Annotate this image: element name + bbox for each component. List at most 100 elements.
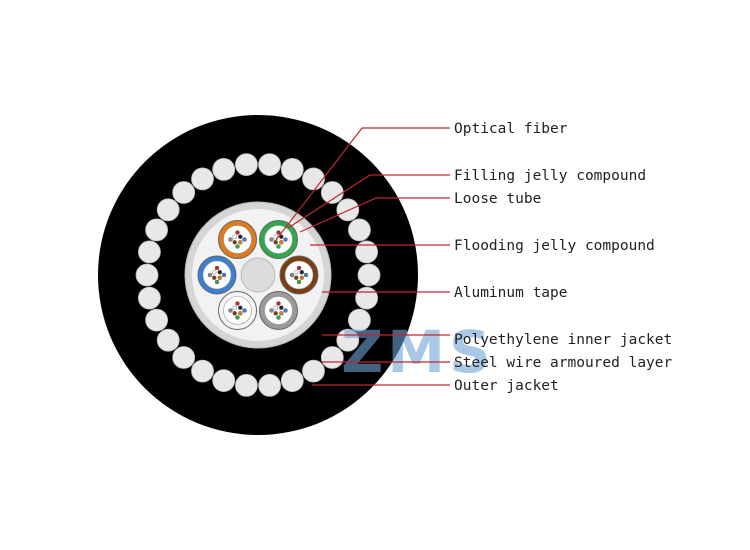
optical-fiber <box>273 305 278 310</box>
optical-fiber <box>283 308 288 313</box>
steel-armour-wire <box>347 308 371 332</box>
optical-fiber <box>217 275 223 280</box>
steel-armour-wire <box>258 373 282 397</box>
optical-fiber <box>273 311 278 316</box>
optical-fiber <box>279 311 284 316</box>
steel-armour-wire <box>172 346 196 369</box>
label-loose-tube: Loose tube <box>454 191 541 207</box>
optical-fiber <box>235 315 240 320</box>
optical-fiber <box>299 270 304 275</box>
label-outer-jacket: Outer jacket <box>454 378 559 394</box>
loose-tube <box>218 220 257 259</box>
optical-fiber <box>273 240 278 245</box>
label-optical-fiber: Optical fiber <box>454 121 568 137</box>
central-strength-member <box>240 257 276 293</box>
loose-tubes <box>197 220 319 330</box>
optical-fiber <box>232 240 237 245</box>
optical-fiber <box>207 272 213 278</box>
filling-jelly <box>264 296 293 325</box>
steel-armour-wire <box>336 198 360 222</box>
optical-fiber <box>235 230 240 235</box>
steel-armour-wire <box>280 369 304 393</box>
leader-optical-fiber <box>275 127 450 241</box>
steel-armour-wire <box>145 308 169 332</box>
steel-armour-wire <box>347 218 371 242</box>
filling-jelly <box>223 225 252 254</box>
steel-armour-wire <box>357 263 381 287</box>
optical-fiber <box>276 230 281 235</box>
optical-fiber <box>238 311 243 316</box>
steel-armour-wire <box>145 218 169 242</box>
optical-fiber <box>235 244 240 249</box>
optical-fiber <box>294 275 299 280</box>
optical-fiber <box>214 265 220 271</box>
steel-armour-wire <box>302 167 325 191</box>
optical-fiber <box>232 234 237 239</box>
optical-fiber <box>296 279 302 285</box>
filling-jelly <box>223 296 252 325</box>
steel-armour-wire <box>137 240 161 264</box>
optical-fiber <box>242 237 247 242</box>
steel-armour-wire <box>172 181 196 204</box>
optical-fiber <box>283 237 288 242</box>
optical-fiber <box>294 270 299 275</box>
steel-armour-wire <box>355 240 379 264</box>
steel-armour-wire <box>156 198 180 222</box>
steel-armour-wire <box>280 157 304 181</box>
steel-armour-wire <box>135 263 159 287</box>
steel-armour-wire <box>258 153 282 177</box>
optical-fiber <box>238 305 243 310</box>
loose-tube <box>197 255 237 295</box>
leader-loose-tube <box>299 197 450 233</box>
optical-fiber <box>235 301 240 306</box>
steel-armour-wire <box>212 369 236 393</box>
optical-fiber <box>276 301 281 306</box>
optical-fiber <box>299 275 304 280</box>
optical-fiber <box>269 237 274 242</box>
optical-fiber <box>242 308 247 313</box>
optical-fiber <box>217 270 223 275</box>
filling-jelly <box>284 260 314 290</box>
filling-jelly <box>264 225 293 254</box>
label-filling-jelly-compound: Filling jelly compound <box>454 168 646 184</box>
optical-fiber <box>296 265 302 271</box>
filling-jelly <box>202 260 232 290</box>
steel-armour-wire <box>212 157 236 181</box>
steel-armour-wire <box>191 167 214 191</box>
optical-fiber <box>214 279 220 285</box>
optical-fiber <box>289 272 295 278</box>
optical-fiber <box>238 234 243 239</box>
optical-fiber <box>238 240 243 245</box>
loose-tube <box>218 291 257 330</box>
optical-fiber <box>211 275 217 280</box>
steel-armour-wire <box>320 346 344 369</box>
steel-armour-wire <box>234 373 258 397</box>
steel-armour-wire <box>302 359 325 383</box>
optical-fiber <box>279 234 284 239</box>
watermark-logo: ZMS <box>341 318 495 386</box>
optical-fiber <box>269 308 274 313</box>
optical-fiber <box>232 311 237 316</box>
steel-armour-wire <box>234 153 258 177</box>
steel-armour-wire <box>355 286 379 310</box>
label-aluminum-tape: Aluminum tape <box>454 285 568 301</box>
optical-fiber <box>303 272 309 278</box>
optical-fiber <box>211 270 217 275</box>
optical-fiber <box>279 240 284 245</box>
steel-armour-wire <box>191 359 214 383</box>
optical-fiber <box>276 315 281 320</box>
leader-filling-jelly <box>287 174 450 229</box>
label-steel-wire-armoured-layer: Steel wire armoured layer <box>454 355 673 371</box>
label-flooding-jelly-compound: Flooding jelly compound <box>454 238 655 254</box>
optical-fiber <box>228 308 233 313</box>
steel-armour-wire <box>137 286 161 310</box>
optical-fiber <box>279 305 284 310</box>
steel-armour-wire <box>156 328 180 352</box>
loose-tube <box>279 255 319 295</box>
loose-tube <box>259 291 298 330</box>
steel-armour-wire <box>320 181 344 204</box>
optical-fiber <box>228 237 233 242</box>
label-polyethylene-inner-jacket: Polyethylene inner jacket <box>454 332 672 348</box>
optical-fiber <box>232 305 237 310</box>
